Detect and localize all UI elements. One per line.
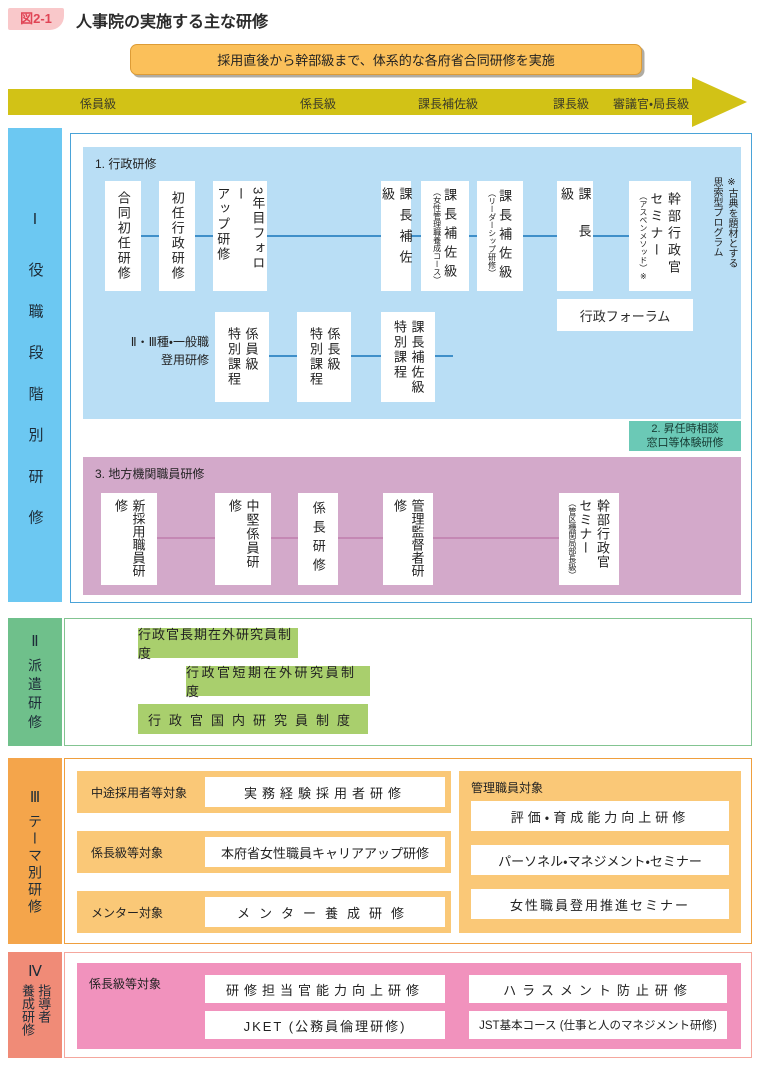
section1-label: 役職段階別研修: [26, 262, 44, 551]
theme-group-kakaricho: 係長級等対象 本府省女性職員キャリアアップ研修: [77, 831, 451, 873]
course-kachohosa: 課長補佐級: [380, 181, 413, 291]
course-kakaricho-regional: 係長研修: [298, 493, 338, 585]
course-label: 課長補佐級: [380, 187, 413, 271]
course-box: 女性職員登用推進セミナー: [471, 889, 729, 919]
course-label: 幹部行政官 セミナー: [648, 191, 681, 277]
admin-forum-box: 行政フォーラム: [557, 299, 693, 331]
course-kanbu-seminar: 幹部行政官 セミナー（アスペンメソッド）※: [629, 181, 691, 291]
course-new-employee: 新採用職員研修: [101, 493, 157, 585]
course-box: 本府省女性職員キャリアアップ研修: [205, 837, 445, 867]
section4-label: 指導者 養成研修: [20, 984, 52, 1036]
course-kakaricho-special: 係長級 特別課程: [297, 312, 351, 402]
admin-training-panel: 1. 行政研修 合同初任研修 初任行政研修 3年目フォロー アップ研修 課長補佐…: [83, 147, 741, 419]
course-box: 研修担当官能力向上研修: [205, 975, 445, 1003]
target-label: メンター対象: [91, 905, 164, 920]
trainer-panel: 係長級等対象 研修担当官能力向上研修 JKET (公務員倫理研修) ハラスメント…: [77, 963, 741, 1049]
level-kakaricho: 係長級: [300, 97, 337, 111]
promotion-consultation-box: 2. 昇任時相談 窓口等体験研修: [629, 421, 741, 451]
regional-training-panel: 3. 地方機関職員研修 新採用職員研修 中堅係員研修 係長研修 管理監督者研修 …: [83, 457, 741, 595]
regional-connector-line: [123, 537, 613, 539]
admin-training-title: 1. 行政研修: [95, 157, 157, 171]
section1-sidebar: Ⅰ 役職段階別研修: [8, 128, 62, 602]
dispatch-longterm-overseas: 行政官長期在外研究員制度: [138, 627, 298, 661]
course-box: パーソネル・マネジメント・セミナー: [471, 845, 729, 875]
section2-container: 行政官長期在外研究員制度 行政官短期在外研究員制度 行政官国内研究員制度: [64, 618, 752, 746]
course-box: ハラスメント防止研修: [469, 975, 727, 1003]
course-kanbu-seminar-regional: 幹部行政官 セミナー（管区機関局部長級）: [559, 493, 619, 585]
course-box: JKET (公務員倫理研修): [205, 1011, 445, 1039]
course-label: 係長研修: [310, 501, 326, 577]
course-label: 3年目フォロー アップ研修: [215, 187, 266, 272]
level-shingikan: 審議官・局長級: [613, 97, 690, 111]
section1-container: 1. 行政研修 合同初任研修 初任行政研修 3年目フォロー アップ研修 課長補佐…: [70, 133, 752, 603]
section3-numeral: Ⅲ: [29, 789, 41, 806]
theme-group-midcareer: 中途採用者等対象 実務経験採用者研修: [77, 771, 451, 813]
target-label: 中途採用者等対象: [91, 785, 188, 800]
course-3rdyear-followup: 3年目フォロー アップ研修: [213, 181, 267, 291]
course-label: 中堅係員研修: [227, 499, 260, 569]
course-box: 実務経験採用者研修: [205, 777, 445, 807]
dispatch-domestic: 行政官国内研究員制度: [138, 704, 368, 734]
course-godo-shonin: 合同初任研修: [105, 181, 141, 291]
course-label: 係員級 特別課程: [226, 327, 259, 387]
course-label: 幹部行政官 セミナー: [577, 499, 610, 569]
section1-numeral: Ⅰ: [32, 211, 38, 228]
course-kachohosa-leadership: 課長補佐級（リーダーシップ研修）: [477, 181, 523, 291]
course-box: JST基本コース (仕事と人のマネジメント研修): [469, 1011, 727, 1039]
course-kakarin-special: 係員級 特別課程: [215, 312, 269, 402]
course-label: 課長級: [559, 187, 592, 261]
section3-label: テーマ別研修: [27, 814, 43, 917]
classics-program-note: ※古典を題材とする 思索型プログラム: [711, 177, 737, 268]
section4-container: 係長級等対象 研修担当官能力向上研修 JKET (公務員倫理研修) ハラスメント…: [64, 952, 752, 1058]
course-kachohosa-josei: 課長補佐級（女性管理職養成コース）: [421, 181, 469, 291]
course-sublabel: （女性管理職養成コース）: [432, 188, 442, 284]
section2-sidebar: Ⅱ 派遣研修: [8, 618, 62, 746]
level-kakarin: 係員級: [80, 97, 117, 111]
row2-target-label: Ⅱ・Ⅲ種・一般職 登用研修: [130, 335, 209, 367]
course-label: 係長級 特別課程: [308, 327, 341, 387]
section2-label: 派遣研修: [27, 658, 43, 734]
course-label: 課長補佐級 特別課程: [392, 319, 425, 395]
course-sublabel: （アスペンメソッド）※: [638, 191, 648, 281]
course-midlevel-staff: 中堅係員研修: [215, 493, 271, 585]
course-shonin-gyosei: 初任行政研修: [159, 181, 195, 291]
section3-sidebar: Ⅲ テーマ別研修: [8, 758, 62, 944]
career-level-arrow-bar: [8, 89, 692, 115]
theme-group-mentor: メンター対象 メンター養成研修: [77, 891, 451, 933]
course-kacho: 課長級: [557, 181, 593, 291]
level-kacho: 課長級: [553, 97, 590, 111]
course-label: 新採用職員研修: [113, 499, 146, 577]
course-sublabel: （管区機関局部長級）: [567, 499, 577, 579]
section2-numeral: Ⅱ: [31, 633, 39, 650]
course-kachohosa-special: 課長補佐級 特別課程: [381, 312, 435, 402]
course-box: メンター養成研修: [205, 897, 445, 927]
target-label: 係長級等対象: [91, 845, 164, 860]
career-level-arrow-head: [692, 77, 747, 127]
target-label: 管理職員対象: [471, 781, 544, 795]
dispatch-shortterm-overseas: 行政官短期在外研究員制度: [186, 665, 370, 699]
section3-container: 中途採用者等対象 実務経験採用者研修 係長級等対象 本府省女性職員キャリアアップ…: [64, 758, 752, 944]
course-label: 管理監督者研修: [392, 499, 425, 577]
regional-training-title: 3. 地方機関職員研修: [95, 467, 205, 481]
course-label: 課長補佐級: [442, 188, 458, 283]
section4-numeral: Ⅳ: [28, 963, 42, 980]
level-kachohosa: 課長補佐級: [418, 97, 479, 111]
course-label: 初任行政研修: [169, 191, 185, 281]
course-box: 評価・育成能力向上研修: [471, 801, 729, 831]
theme-group-managers: 管理職員対象 評価・育成能力向上研修 パーソネル・マネジメント・セミナー 女性職…: [459, 771, 741, 933]
figure-title: 人事院の実施する主な研修: [76, 14, 269, 31]
section4-sidebar: Ⅳ 指導者 養成研修: [8, 952, 62, 1058]
course-label: 課長補佐級: [497, 188, 513, 284]
course-sublabel: （リーダーシップ研修）: [487, 188, 497, 277]
figure-number-badge: 図2-1: [8, 8, 64, 30]
course-label: 合同初任研修: [115, 191, 131, 281]
target-label: 係長級等対象: [89, 977, 162, 991]
summary-banner: 採用直後から幹部級まで、体系的な各府省合同研修を実施: [130, 44, 642, 75]
course-supervisor: 管理監督者研修: [383, 493, 433, 585]
